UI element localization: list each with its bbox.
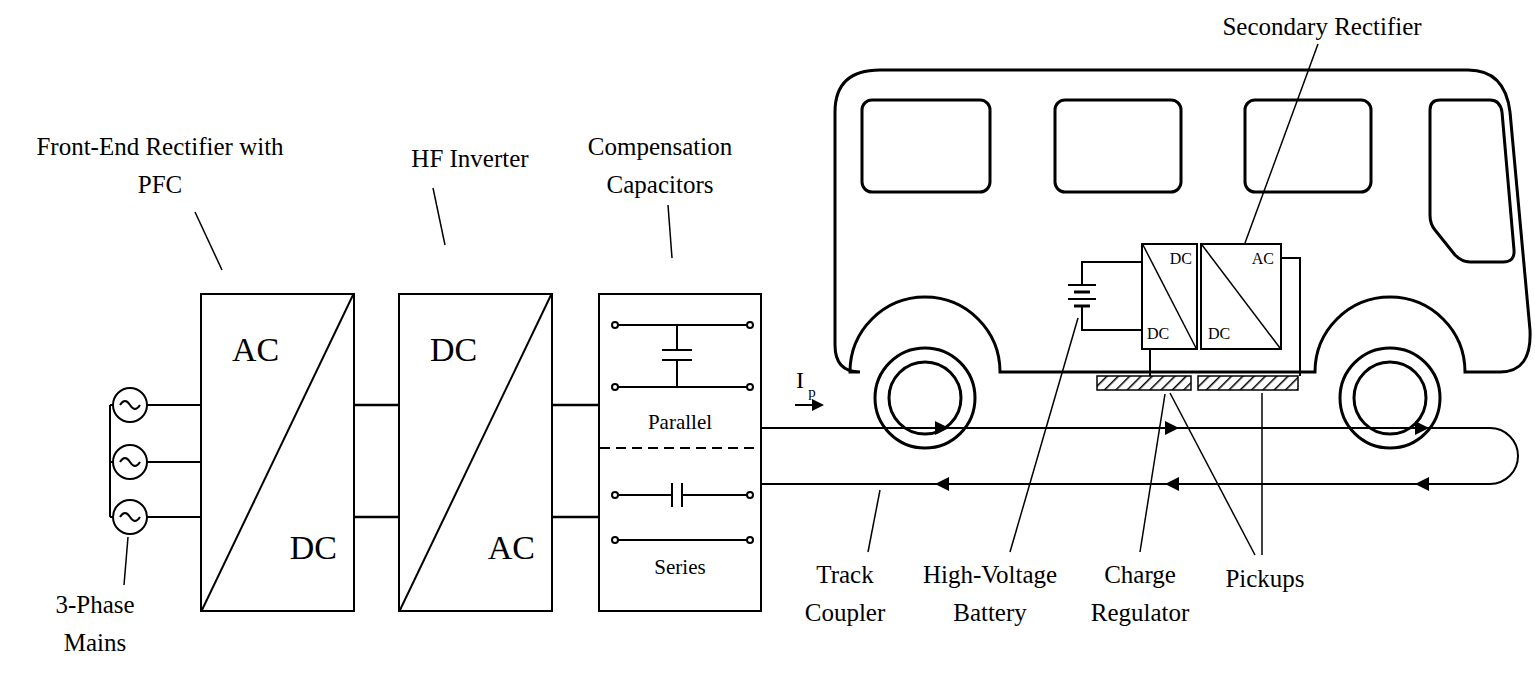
bus-body [835, 70, 1530, 372]
callout-label: Pickups [1215, 560, 1315, 598]
leader-line [124, 44, 1318, 585]
pickup-coil [1097, 376, 1298, 390]
ac-source-symbol [110, 388, 200, 534]
divider-line [600, 447, 760, 449]
callout-label: Front-End Rectifier with PFC [30, 128, 290, 203]
node-text: DC [430, 333, 477, 367]
wire-connector [355, 404, 398, 407]
wire-connector [553, 404, 598, 407]
wire-connector [355, 516, 398, 519]
node-text: Parallel [648, 412, 712, 433]
bus-window [862, 100, 1514, 262]
callout-label: Compensation Capacitors [560, 128, 760, 203]
bus-wheel [875, 348, 1440, 448]
converter-box: DC DC [1141, 243, 1198, 350]
node-text: DC [1208, 326, 1230, 342]
converter-box: AC DC [1200, 243, 1282, 350]
callout-label: p [805, 385, 819, 400]
current-arrow [795, 404, 814, 406]
callout-label: High-Voltage Battery [915, 556, 1065, 631]
track-coupler [762, 428, 1518, 484]
node-text: DC [290, 531, 337, 565]
node-text: DC [1147, 326, 1169, 342]
callout-label: I [790, 368, 810, 392]
callout-label: Charge Regulator [1083, 556, 1198, 631]
wire-connector [553, 516, 598, 519]
callout-label: Track Coupler [795, 556, 895, 631]
battery-symbol [1068, 262, 1143, 330]
capacitor-symbol [612, 322, 753, 543]
node-text: DC [1170, 251, 1192, 267]
compensation-box: ParallelSeries [598, 293, 762, 612]
node-text: AC [232, 333, 279, 367]
callout-label: HF Inverter [380, 140, 560, 178]
callout-label: Secondary Rectifier [1192, 8, 1452, 46]
node-text: AC [1252, 251, 1274, 267]
node-text: Series [654, 557, 705, 578]
callout-label: 3-Phase Mains [40, 586, 150, 661]
node-text: AC [488, 531, 535, 565]
converter-box: AC DC [200, 293, 355, 612]
converter-box: DC AC [398, 293, 553, 612]
